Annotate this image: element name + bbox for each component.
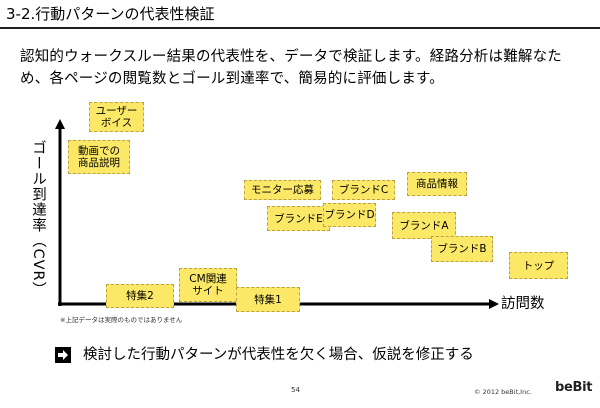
company-logo: beBit <box>555 380 593 395</box>
title-divider <box>0 27 600 29</box>
copyright: © 2012 beBit,Inc. <box>474 388 532 396</box>
lead-text: 認知的ウォークスルー結果の代表性を、データで検証します。経路分析は難解なため、各… <box>20 49 563 87</box>
sticky-feature-2: 特集2 <box>106 284 174 308</box>
sticky-brand-d: ブランドD <box>323 203 376 227</box>
sticky-brand-e: ブランドE <box>267 206 330 231</box>
conclusion-text: 検討した行動パターンが代表性を欠く場合、仮説を修正する <box>83 347 474 363</box>
page-number: 54 <box>291 386 300 394</box>
x-axis-label: 訪問数 <box>501 296 545 312</box>
sticky-user-voice: ユーザー ボイス <box>89 102 144 132</box>
sticky-brand-b: ブランドB <box>431 236 493 262</box>
sticky-cm-site: CM関連 サイト <box>179 268 237 302</box>
sticky-product-info: 商品情報 <box>407 172 467 196</box>
slide-title: 3-2.行動パターンの代表性検証 <box>6 5 215 23</box>
sticky-monitor-application: モニター応募 <box>244 180 321 200</box>
data-disclaimer: ※上記データは実際のものではありません <box>60 316 183 324</box>
sticky-top: トップ <box>509 252 568 279</box>
conclusion: 検討した行動パターンが代表性を欠く場合、仮説を修正する <box>55 345 474 365</box>
sticky-video-explanation: 動画での 商品説明 <box>68 140 130 174</box>
sticky-brand-c: ブランドC <box>332 180 395 200</box>
arrow-right-icon <box>55 347 71 363</box>
sticky-feature-1: 特集1 <box>236 287 300 312</box>
y-axis-label: ゴール到達率（CVR） <box>30 140 46 298</box>
sticky-brand-a: ブランドA <box>392 212 456 239</box>
